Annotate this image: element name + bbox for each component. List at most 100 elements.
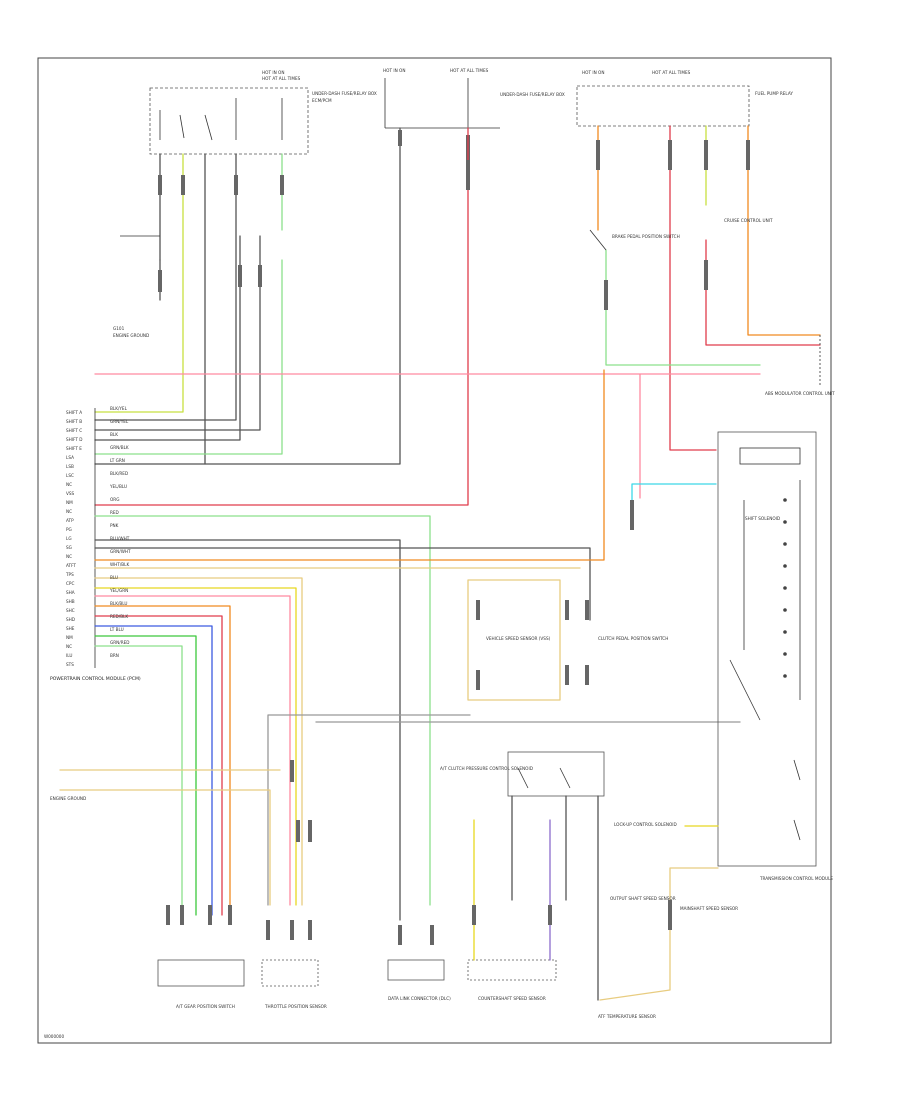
bottom-countershaft: COUNTERSHAFT SPEED SENSOR <box>467 819 557 1001</box>
wire-blk-3 <box>94 153 237 421</box>
page-id-code: W000000 <box>44 1034 64 1039</box>
wire-color-tag: BLK/YEL <box>110 406 128 411</box>
wire-red-mid <box>94 615 223 916</box>
switch-brake: BRAKE PEDAL POSITION SWITCH <box>589 229 680 251</box>
relay-right: CRUISE CONTROL UNIT <box>724 218 773 223</box>
connector-marks-right <box>466 140 750 310</box>
tcm-dots <box>783 498 787 678</box>
svg-text:MAINSHAFT SPEED SENSOR: MAINSHAFT SPEED SENSOR <box>680 906 738 911</box>
fuse-box-middle: HOT IN ON HOT AT ALL TIMES UNDER-DASH FU… <box>383 68 565 129</box>
svg-text:HOT IN ON: HOT IN ON <box>262 70 284 75</box>
abs-connector: ABS MODULATOR CONTROL UNIT <box>765 335 835 396</box>
svg-text:ENGINE GROUND: ENGINE GROUND <box>113 333 149 338</box>
svg-text:ATF TEMPERATURE SENSOR: ATF TEMPERATURE SENSOR <box>598 1014 656 1019</box>
wire-lgrn-3 <box>94 645 183 916</box>
wire-blk-5 <box>94 235 241 441</box>
tcm-terminal-dot <box>783 564 787 568</box>
wire-red-4 <box>94 373 761 499</box>
wire-color-tag: BLK/RED <box>110 471 128 476</box>
wires-right-group <box>94 125 821 506</box>
pcm-pin-label: SHIFT A <box>66 410 82 415</box>
pcm-pin-list: POWERTRAIN CONTROL MODULE (PCM) <box>50 408 141 682</box>
svg-text:HOT AT ALL TIMES: HOT AT ALL TIMES <box>450 68 489 73</box>
wire-color-tag: BLU/WHT <box>110 536 130 541</box>
pcm-pin-label: SHB <box>66 599 75 604</box>
pcm-pin-label: NC <box>66 482 72 487</box>
wire-tan-5 <box>59 789 271 906</box>
pcm-pin-label: ILU <box>66 653 72 658</box>
component-dlc-label: ENGINE GROUND <box>50 796 86 801</box>
pcm-pin-label: TPS <box>65 572 74 577</box>
wire-color-tag: YEL/BLU <box>109 484 127 489</box>
svg-text:ENGINE GROUND: ENGINE GROUND <box>50 796 86 801</box>
svg-text:SHIFT SOLENOID: SHIFT SOLENOID <box>745 516 780 521</box>
wire-color-tag: LT GRN <box>110 458 125 463</box>
pcm-pin-label: NC <box>66 554 72 559</box>
pcm-pin-label: STS <box>66 662 74 667</box>
wire-red-2 <box>669 125 717 451</box>
svg-text:TRANSMISSION CONTROL MODULE: TRANSMISSION CONTROL MODULE <box>759 876 833 881</box>
fuse-box-left: HOT IN ON HOT AT ALL TIMES UNDER-DASH FU… <box>149 70 377 155</box>
wire-cyan <box>631 483 717 501</box>
component-vss: VEHICLE SPEED SENSOR (VSS) <box>486 636 551 641</box>
wire-tag-group: BLK/YEL GRN/YEL BLK GRN/BLK LT GRN BLK/RED YEL… <box>109 406 131 658</box>
pcm-pin-label: NM <box>66 635 73 640</box>
wire-color-tag: RED <box>110 510 119 515</box>
wires-mid-group <box>59 369 741 921</box>
pcm-pin-label: PG <box>66 527 72 532</box>
wire-grn-mid <box>94 515 431 906</box>
wire-lgrn-2 <box>605 249 761 366</box>
bottom-throttle-sensor: THROTTLE POSITION SENSOR <box>261 920 327 1009</box>
wire-color-tag: YEL/GRN <box>109 588 128 593</box>
pcm-pin-label: LSA <box>66 455 74 460</box>
tcm-terminal-dot <box>783 652 787 656</box>
pcm-pin-label: SHIFT B <box>66 419 82 424</box>
svg-text:LOCK-UP CONTROL SOLENOID: LOCK-UP CONTROL SOLENOID <box>614 822 677 827</box>
svg-text:OUTPUT SHAFT SPEED SENSOR: OUTPUT SHAFT SPEED SENSOR <box>610 896 676 901</box>
pcm-pin-label: SHIFT C <box>66 428 82 433</box>
svg-text:DATA LINK CONNECTOR (DLC): DATA LINK CONNECTOR (DLC) <box>388 996 451 1001</box>
wire-yel-mid <box>94 587 297 906</box>
tcm-terminal-dot <box>783 608 787 612</box>
wire-color-tag: GRN/RED <box>110 640 129 645</box>
pcm-pin-label: CPC <box>66 581 74 586</box>
svg-text:HOT AT ALL TIMES: HOT AT ALL TIMES <box>652 70 691 75</box>
wire-color-tag: BLK <box>110 432 118 437</box>
svg-text:VEHICLE SPEED SENSOR (VSS): VEHICLE SPEED SENSOR (VSS) <box>486 636 551 641</box>
svg-text:A/T GEAR POSITION SWITCH: A/T GEAR POSITION SWITCH <box>176 1004 235 1009</box>
svg-text:HOT IN ON: HOT IN ON <box>383 68 405 73</box>
svg-text:HOT AT ALL TIMES: HOT AT ALL TIMES <box>262 76 301 81</box>
wire-color-tag: BLU <box>110 575 118 580</box>
tcm-terminal-dot <box>783 498 787 502</box>
pcm-pin-label: NM <box>66 500 73 505</box>
wire-color-tag: BLK/BLU <box>110 601 127 606</box>
svg-text:A/T CLUTCH PRESSURE CONTROL SO: A/T CLUTCH PRESSURE CONTROL SOLENOID <box>440 766 533 771</box>
wire-pnk-mid <box>94 595 291 906</box>
lockup-solenoid: LOCK-UP CONTROL SOLENOID MAINSHAFT SPEED… <box>599 822 738 1001</box>
tcm-terminal-dot <box>783 542 787 546</box>
wire-tan-2 <box>94 577 303 906</box>
wire-color-tag: PNK <box>110 523 119 528</box>
wire-red-3 <box>705 239 821 346</box>
pcm-pin-label: NC <box>66 509 72 514</box>
wire-org-mid <box>94 369 605 561</box>
pcm-pin-label: LSB <box>66 464 74 469</box>
wire-color-tag: WHT/BLK <box>110 562 129 567</box>
wire-color-tag: GRN/YEL <box>110 419 129 424</box>
svg-text:CLUTCH PEDAL POSITION SWITCH: CLUTCH PEDAL POSITION SWITCH <box>598 636 668 641</box>
wire-ygrn-1 <box>94 153 184 413</box>
pcm-pin-label: ATFT <box>66 563 76 568</box>
pcm-pin-label: SHA <box>66 590 75 595</box>
pcm-pin-label: NC <box>66 644 72 649</box>
component-cpp: CLUTCH PEDAL POSITION SWITCH <box>598 636 668 641</box>
wire-color-tag: LT BLU <box>110 627 124 632</box>
pcm-pin-label: SHE <box>66 626 75 631</box>
wire-grn-2 <box>94 635 197 916</box>
pcm-pin-label: SHD <box>66 617 75 622</box>
pcm-pin-label: SG <box>66 545 72 550</box>
wire-color-tag: GRN/BLK <box>110 445 129 450</box>
wire-org-2 <box>747 125 821 336</box>
wire-color-tag: ORG <box>110 497 119 502</box>
pcm-pin-label: VSS <box>66 491 75 496</box>
